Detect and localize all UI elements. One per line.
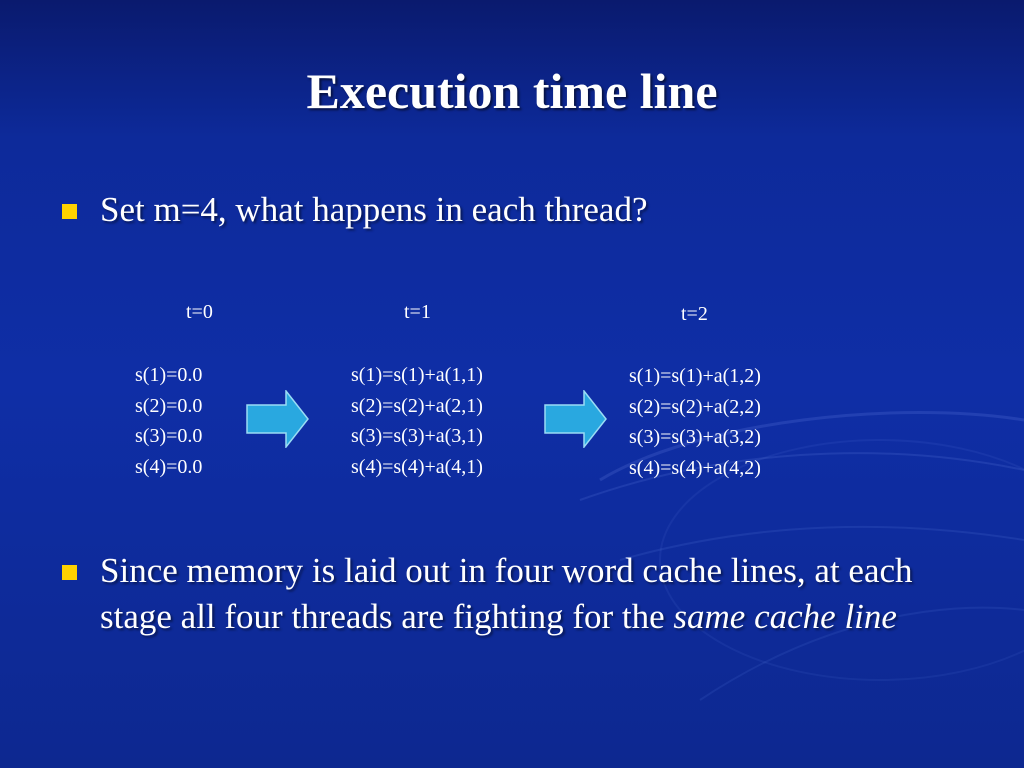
statement-line: s(1)=s(1)+a(1,1) xyxy=(351,364,483,386)
timeline-label-t0: t=0 xyxy=(186,301,213,323)
timeline-column-t1: s(1)=s(1)+a(1,1) s(2)=s(2)+a(2,1) s(3)=s… xyxy=(351,360,483,482)
statement-line: s(4)=s(4)+a(4,2) xyxy=(629,456,761,479)
statement-line: s(4)=s(4)+a(4,1) xyxy=(351,455,483,478)
timeline-label-t1: t=1 xyxy=(404,301,431,323)
slide-title: Execution time line xyxy=(306,63,718,119)
timeline-label-t2: t=2 xyxy=(681,303,708,325)
statement-line: s(1)=0.0 xyxy=(135,364,203,386)
statement-line: s(2)=0.0 xyxy=(135,394,203,417)
statement-line: s(3)=s(3)+a(3,1) xyxy=(351,425,483,447)
bullet-text-1: Set m=4, what happens in each thread? xyxy=(100,190,648,229)
statement-line: s(1)=s(1)+a(1,2) xyxy=(629,365,761,387)
square-bullet-icon xyxy=(62,565,77,580)
timeline-column-t0: s(1)=0.0 s(2)=0.0 s(3)=0.0 s(4)=0.0 xyxy=(135,360,202,482)
bullet-text-2-main: Since memory is laid out in four word ca… xyxy=(100,551,913,636)
square-bullet-icon xyxy=(62,204,77,219)
statement-line: s(3)=0.0 xyxy=(135,425,203,447)
statement-line: s(2)=s(2)+a(2,1) xyxy=(351,394,483,417)
bullet-item-2: Since memory is laid out in four word ca… xyxy=(62,548,962,698)
right-arrow-icon xyxy=(246,390,309,448)
bullet-text-2-emphasis: same cache line xyxy=(673,597,897,636)
statement-line: s(3)=s(3)+a(3,2) xyxy=(629,426,761,448)
statement-line: s(4)=0.0 xyxy=(135,455,203,478)
bullet-item-1: Set m=4, what happens in each thread? xyxy=(62,187,962,237)
timeline-column-t2: s(1)=s(1)+a(1,2) s(2)=s(2)+a(2,2) s(3)=s… xyxy=(629,361,761,483)
right-arrow-icon xyxy=(544,390,607,448)
statement-line: s(2)=s(2)+a(2,2) xyxy=(629,395,761,418)
bullet-text-2: Since memory is laid out in four word ca… xyxy=(100,548,940,640)
